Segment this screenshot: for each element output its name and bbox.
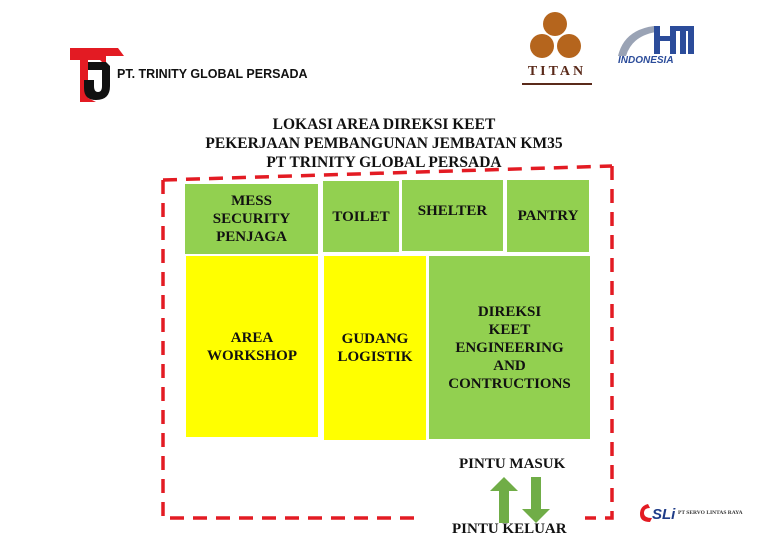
block-area-workshop-label: AREA WORKSHOP [206, 329, 297, 364]
block-toilet: TOILET [323, 181, 399, 252]
block-direksi-keet: DIREKSI KEET ENGINEERING AND CONTRUCTION… [429, 256, 590, 439]
titan-logo-text: TITAN [527, 64, 587, 79]
block-pantry-label: PANTRY [517, 208, 579, 224]
title-line-1: LOKASI AREA DIREKSI KEET [272, 116, 496, 133]
entry-gate-label: PINTU MASUK [459, 456, 566, 472]
titan-logo-icon [530, 12, 581, 58]
hk-logo: INDONESIA [614, 22, 704, 72]
block-mess-security-label: MESS SECURITY PENJAGA [212, 193, 291, 245]
hk-logo-icon [618, 26, 694, 56]
hk-logo-text: INDONESIA [618, 55, 674, 66]
title-line-2: PEKERJAAN PEMBANGUNAN JEMBATAN KM35 [205, 135, 563, 152]
block-gudang-logistik: GUDANG LOGISTIK [324, 256, 426, 440]
block-toilet-label: TOILET [332, 208, 390, 225]
trinity-logo [66, 42, 126, 104]
svg-text:SLi: SLi [652, 506, 676, 523]
exit-gate-label: PINTU KELUAR [452, 521, 567, 537]
title-line-3: PT TRINITY GLOBAL PERSADA [266, 154, 502, 171]
block-mess-security: MESS SECURITY PENJAGA [185, 184, 318, 254]
block-direksi-keet-label: DIREKSI KEET ENGINEERING AND CONTRUCTION… [448, 303, 571, 392]
block-shelter-label: SHELTER [417, 203, 488, 219]
gate-arrows [490, 477, 550, 523]
sli-logo-text: PT SERVO LINTAS RAYA [678, 510, 743, 516]
sli-logo: SLi PT SERVO LINTAS RAYA [638, 502, 748, 524]
block-area-workshop: AREA WORKSHOP [186, 256, 318, 437]
arrow-down-icon [522, 477, 550, 523]
titan-logo: TITAN [518, 10, 596, 86]
sli-logo-icon: SLi [640, 504, 676, 523]
arrow-up-icon [490, 477, 518, 523]
trinity-logo-icon [70, 48, 124, 102]
block-pantry: PANTRY [507, 180, 589, 252]
block-shelter: SHELTER [402, 180, 503, 251]
company-logo-text: PT. TRINITY GLOBAL PERSADA [117, 67, 308, 81]
block-gudang-logistik-label: GUDANG LOGISTIK [337, 331, 413, 365]
